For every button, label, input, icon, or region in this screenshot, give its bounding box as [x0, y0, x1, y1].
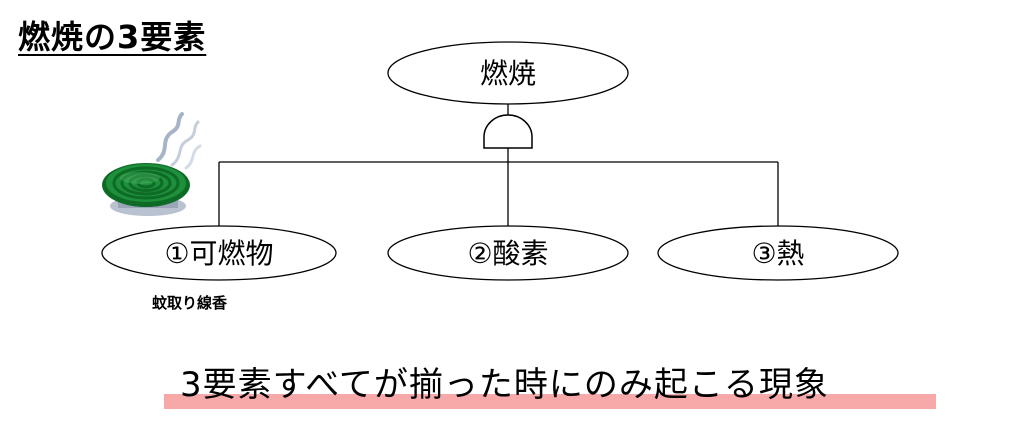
example-label: 蚊取り線香: [152, 294, 228, 312]
child-node-heat: ③熱: [657, 225, 899, 281]
summary-highlight: [164, 394, 936, 409]
child-node-label: ②酸素: [467, 237, 548, 270]
child-node-fuel: ①可燃物: [101, 225, 337, 281]
and-gate-icon: [483, 114, 533, 149]
page-title: 燃焼の3要素: [18, 18, 207, 56]
root-node-label: 燃焼: [480, 57, 536, 90]
summary-text: 3要素すべてが揃った時にのみ起こる現象: [180, 365, 829, 405]
child-node-label: ①可燃物: [164, 237, 273, 270]
child-node-oxygen: ②酸素: [387, 225, 629, 281]
mosquito-coil-icon: [102, 112, 202, 216]
child-node-label: ③熱: [751, 237, 804, 270]
connector-lines: [218, 103, 779, 228]
root-node: 燃焼: [387, 41, 629, 105]
